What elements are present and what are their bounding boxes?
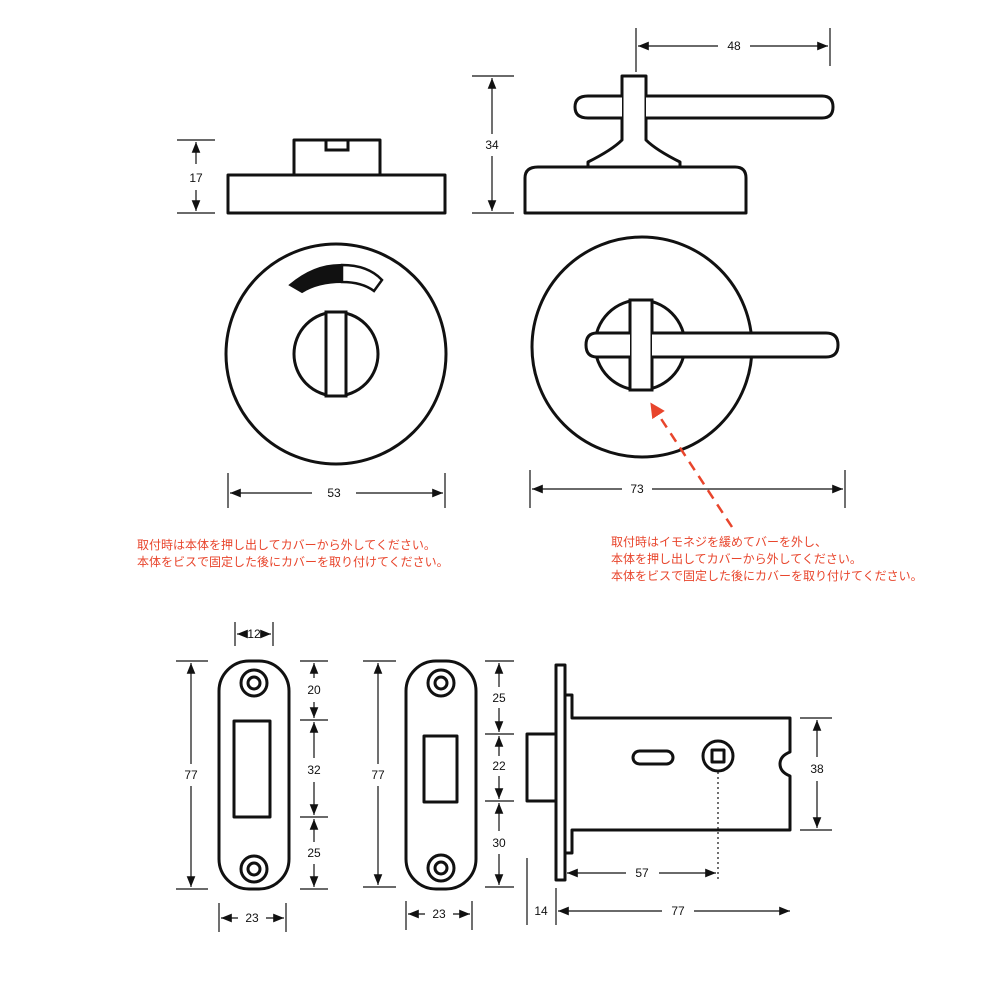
dim-57-label: 57 xyxy=(635,866,649,880)
dim-34-label: 34 xyxy=(485,138,499,152)
note-left-line1: 取付時は本体を押し出してカバーから外してください。 xyxy=(137,538,436,552)
dim-48: 48 xyxy=(635,28,831,72)
dim-14-label: 14 xyxy=(534,904,548,918)
dim-23-left: 23 xyxy=(218,903,287,932)
dim-38: 38 xyxy=(800,717,832,831)
note-left: 取付時は本体を押し出してカバーから外してください。 本体をビスで固定した後にカバ… xyxy=(137,538,449,569)
annotation-arrow xyxy=(650,402,734,528)
dim-chain-25-22-30: 25 22 30 xyxy=(485,660,514,888)
dim-22-label: 22 xyxy=(492,759,506,773)
dim-25b-label: 25 xyxy=(492,691,506,705)
dim-73: 73 xyxy=(529,470,846,508)
note-right-line2: 本体を押し出してカバーから外してください。 xyxy=(611,552,862,566)
dim-77-left-label: 77 xyxy=(184,768,198,782)
note-left-line2: 本体をビスで固定した後にカバーを取り付けてください。 xyxy=(137,554,449,569)
dim-34: 34 xyxy=(472,75,514,214)
note-right: 取付時はイモネジを緩めてバーを外し、 本体を押し出してカバーから外してください。… xyxy=(611,535,923,583)
dim-57: 57 xyxy=(567,866,716,880)
dim-53-label: 53 xyxy=(327,486,341,500)
thumbturn-front-view xyxy=(530,235,840,459)
dim-14-77: 77 14 xyxy=(526,858,790,925)
dim-23-middle: 23 xyxy=(405,901,473,930)
note-right-line3: 本体をビスで固定した後にカバーを取り付けてください。 xyxy=(611,568,923,583)
dim-25a-label: 25 xyxy=(307,846,321,860)
dim-23a-label: 23 xyxy=(245,911,259,925)
note-right-line1: 取付時はイモネジを緩めてバーを外し、 xyxy=(611,535,827,549)
dim-12-label: 12 xyxy=(247,627,261,641)
dim-77c-label: 77 xyxy=(671,904,685,918)
dim-12: 12 xyxy=(234,622,274,646)
dim-48-label: 48 xyxy=(727,39,741,53)
strike-plate-2 xyxy=(404,659,478,891)
latch-body xyxy=(525,663,792,882)
indicator-side-view xyxy=(226,138,447,215)
dim-73-label: 73 xyxy=(630,482,644,496)
dim-17-label: 17 xyxy=(189,171,203,185)
dim-20-label: 20 xyxy=(307,683,321,697)
dim-77-left: 77 xyxy=(176,660,208,890)
dim-77-middle: 77 xyxy=(363,660,396,888)
strike-plate-1 xyxy=(217,659,291,891)
dim-32-label: 32 xyxy=(307,763,321,777)
dim-23b-label: 23 xyxy=(432,907,446,921)
dim-chain-20-32-25: 20 32 25 xyxy=(300,660,328,890)
indicator-front-view xyxy=(224,242,448,466)
dim-30-label: 30 xyxy=(492,836,506,850)
dim-53: 53 xyxy=(227,473,446,508)
dim-17: 17 xyxy=(177,139,215,214)
thumbturn-side-view xyxy=(523,74,835,215)
dim-38-label: 38 xyxy=(810,762,824,776)
dim-77-middle-label: 77 xyxy=(371,768,385,782)
